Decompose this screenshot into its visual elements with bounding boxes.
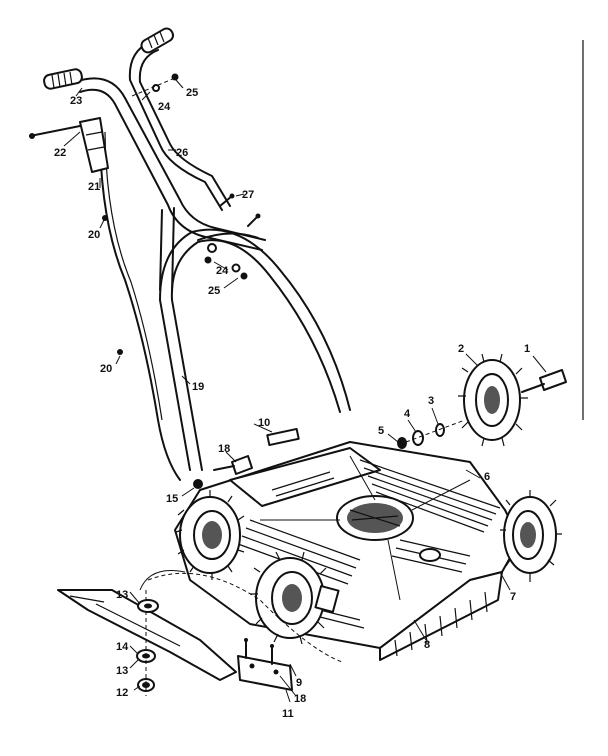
label-part-2: 2	[458, 343, 464, 355]
part-15-nut	[193, 479, 203, 489]
part-labels: 1 2 3 4 5 6 7 8 9 10 11 12 13 13 14 15 1…	[54, 87, 530, 720]
wheel-exploded	[458, 353, 528, 447]
label-part-22: 22	[54, 147, 66, 159]
leader-lines	[63, 79, 547, 703]
control-cable	[99, 129, 181, 481]
right-grip	[140, 27, 175, 54]
label-part-20-upper: 20	[88, 229, 100, 241]
label-part-27: 27	[242, 189, 254, 201]
label-part-5: 5	[378, 425, 384, 437]
wheel-front-left	[175, 490, 245, 580]
part-18-bolt	[213, 455, 253, 475]
label-part-21: 21	[88, 181, 100, 193]
label-part-1: 1	[524, 343, 530, 355]
label-part-6: 6	[484, 471, 490, 483]
label-part-11: 11	[282, 708, 294, 720]
label-part-3: 3	[428, 395, 434, 407]
label-part-14: 14	[116, 641, 129, 653]
label-part-24-upper: 24	[158, 101, 171, 113]
label-part-18-upper: 18	[218, 443, 230, 455]
control-lever	[29, 117, 109, 173]
label-part-7: 7	[510, 591, 516, 603]
label-part-13-upper: 13	[116, 589, 128, 601]
label-part-8: 8	[424, 639, 430, 651]
wheel-rear-right	[500, 490, 562, 582]
label-part-13-lower: 13	[116, 665, 128, 677]
label-part-25-lower: 25	[208, 285, 220, 297]
label-part-4: 4	[404, 408, 411, 420]
label-part-12: 12	[116, 687, 128, 699]
label-part-15: 15	[166, 493, 178, 505]
label-part-24-lower: 24	[216, 265, 229, 277]
label-part-20-lower: 20	[100, 363, 112, 375]
label-part-23: 23	[70, 95, 82, 107]
label-part-9: 9	[296, 677, 302, 689]
axle-bolt	[521, 369, 567, 393]
label-part-18-lower: 18	[294, 693, 306, 705]
part-11-bracket	[237, 638, 293, 691]
wheel-washers	[397, 419, 466, 449]
label-part-19: 19	[192, 381, 204, 393]
part-10-plate	[266, 427, 300, 447]
label-part-10: 10	[258, 417, 270, 429]
label-part-25-upper: 25	[186, 87, 198, 99]
handle-hardware	[102, 73, 261, 355]
left-grip	[43, 68, 83, 90]
handle-assembly	[43, 27, 351, 471]
blade-assembly	[57, 572, 343, 696]
wheel-rear-left	[250, 551, 340, 645]
label-part-26: 26	[176, 147, 188, 159]
